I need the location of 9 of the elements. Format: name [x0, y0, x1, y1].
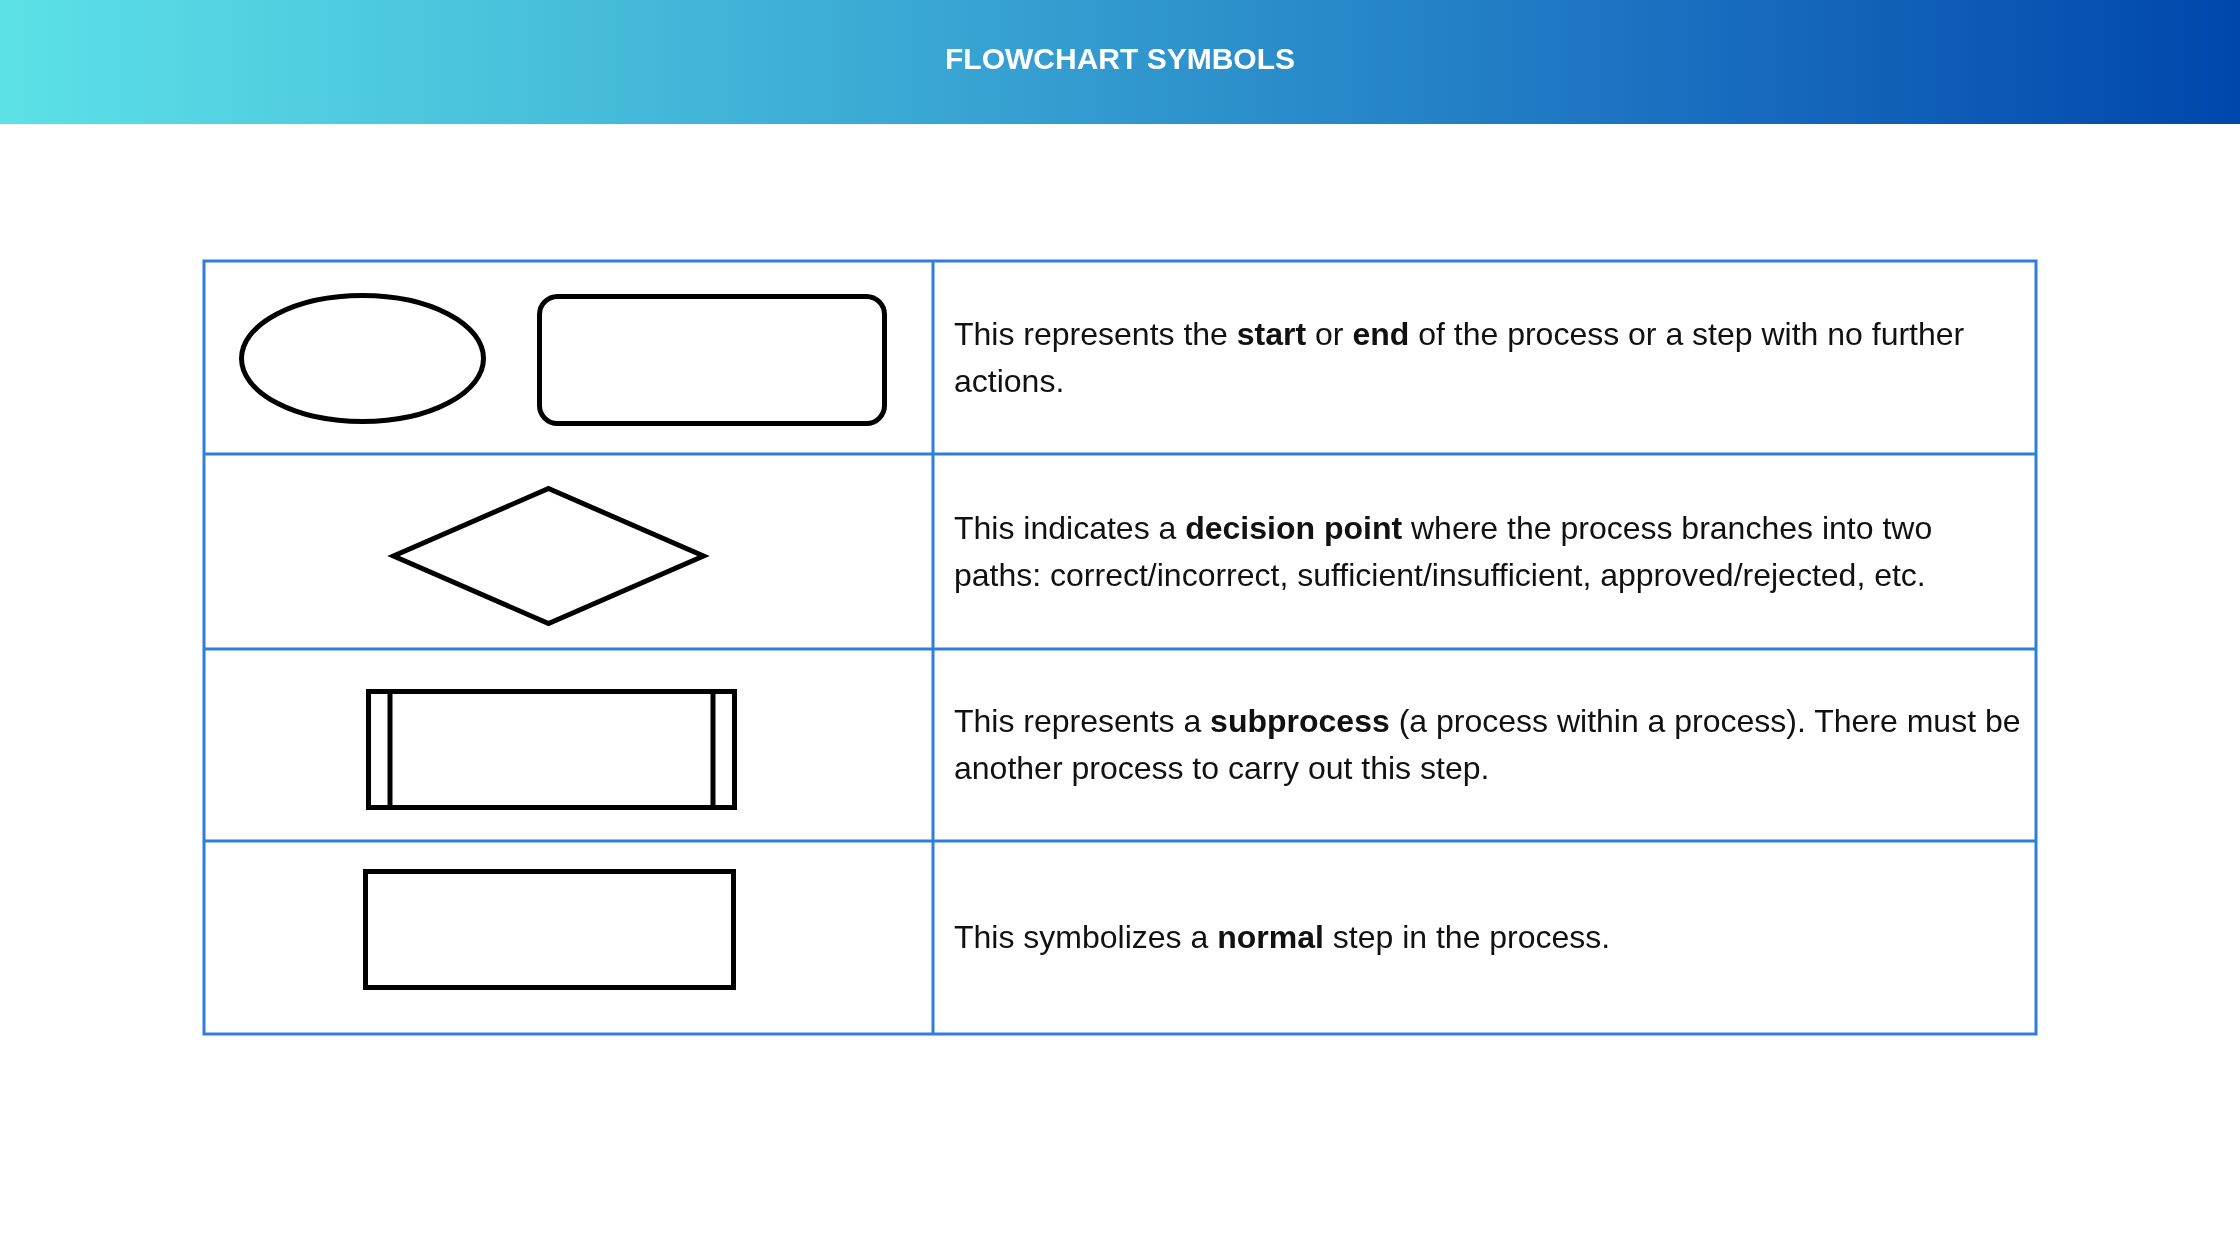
symbol-description: This represents a subprocess (a process within a process). There must be another process to carry out this step. [954, 702, 2021, 788]
page-title: FLOWCHART SYMBOLS [944, 42, 1296, 76]
terminal-ellipse [239, 293, 486, 424]
symbol-description: This indicates a decision point where the process branches into two paths: correct/incorrect, sufficient/insufficient, approved/rejected, etc. [954, 508, 1934, 595]
process-box [366, 689, 737, 810]
process-box [537, 294, 887, 426]
process-box [363, 869, 736, 990]
symbol-description: This represents the start or end of the process or a step with no further actions. [954, 314, 1966, 401]
symbol-description: This symbolizes a normal step in the process. [954, 918, 1611, 957]
